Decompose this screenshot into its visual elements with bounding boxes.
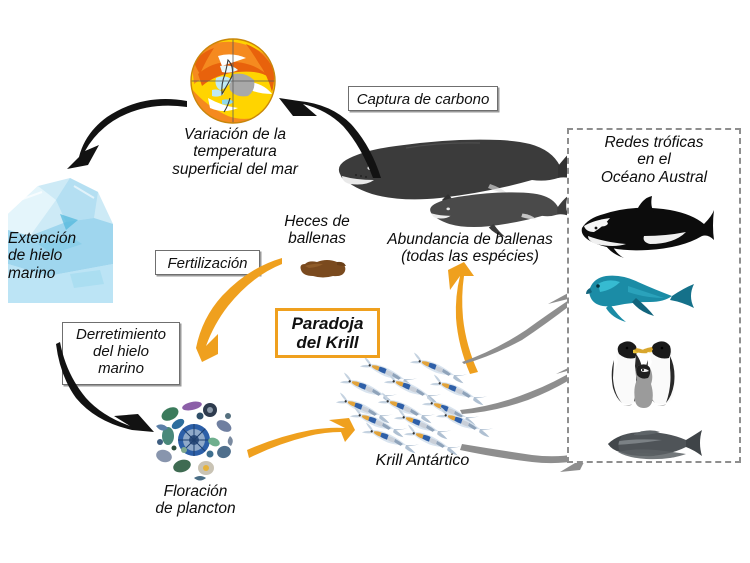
sst-label: Variación de la temperatura superficial … bbox=[172, 126, 298, 178]
arrow-krill-to-whales bbox=[440, 262, 490, 377]
krill-paradox-box: Paradoja del Krill bbox=[275, 308, 380, 358]
sea-ice-label: Extención de hielo marino bbox=[8, 230, 77, 282]
arrow-feces-to-plankton bbox=[178, 258, 288, 367]
fertilization-label: Fertilización bbox=[155, 250, 260, 275]
emperor-penguins-icon bbox=[600, 336, 688, 408]
feces-label: Heces de ballenas bbox=[284, 213, 350, 248]
sst-globe-icon bbox=[188, 36, 278, 126]
krill-label: Krill Antártico bbox=[375, 452, 470, 469]
fish-icon bbox=[600, 426, 704, 460]
arrow-sst-to-seaice bbox=[55, 95, 190, 210]
arrow-icemelt-to-plankton bbox=[56, 340, 168, 440]
food-web-title: Redes tróficas en el Océano Austral bbox=[600, 134, 708, 186]
arrow-krill-to-foodweb-bottom bbox=[460, 428, 588, 483]
sea-ice-icon bbox=[8, 178, 113, 303]
whale-feces-icon bbox=[297, 258, 349, 280]
seal-icon bbox=[584, 268, 696, 324]
whales-icon bbox=[330, 132, 576, 242]
plankton-bloom-icon bbox=[148, 392, 240, 484]
arrow-whales-to-sst bbox=[277, 92, 392, 182]
plankton-label: Floración de plancton bbox=[155, 483, 236, 518]
carbon-capture-label: Captura de carbono bbox=[348, 86, 498, 111]
whales-label: Abundancia de ballenas (todas las espéci… bbox=[387, 231, 553, 266]
ice-melt-label: Derretimiento del hielo marino bbox=[62, 322, 180, 385]
arrow-plankton-to-krill bbox=[245, 412, 355, 462]
orca-icon bbox=[574, 196, 714, 258]
